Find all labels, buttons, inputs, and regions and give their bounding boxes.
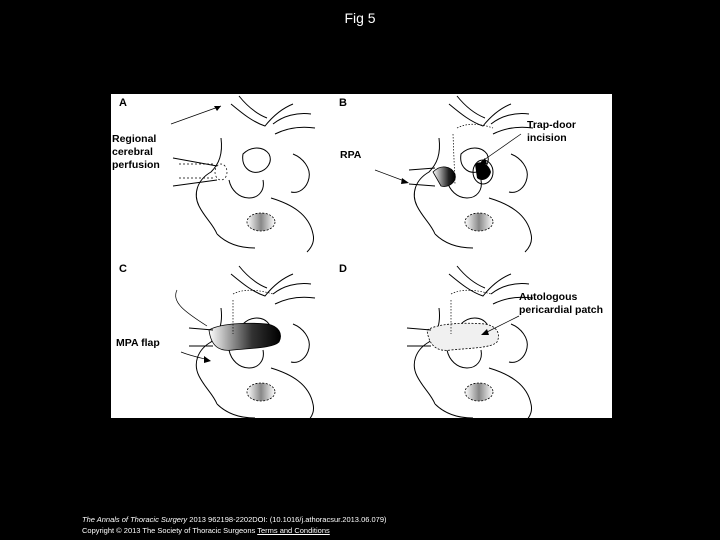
citation-line: The Annals of Thoracic Surgery 2013 9621… — [82, 514, 387, 525]
copyright-line: Copyright © 2013 The Society of Thoracic… — [82, 525, 387, 536]
figure-image: A B C D Regional cerebral perfusion RPA … — [111, 94, 612, 418]
arrow-a — [170, 105, 222, 125]
panel-b — [408, 95, 534, 253]
panel-a — [172, 95, 316, 253]
panel-label-a: A — [119, 97, 127, 109]
panel-c — [188, 265, 316, 418]
annotation-autologous: Autologous — [519, 291, 577, 303]
annotation-rpa: RPA — [340, 149, 362, 161]
citation-text: 2013 962198-2202DOI: (10.1016/j.athoracs… — [187, 515, 387, 524]
panel-label-d: D — [339, 263, 347, 275]
annotation-trap-door: Trap-door — [527, 119, 576, 131]
panel-label-c: C — [119, 263, 127, 275]
slide-title: Fig 5 — [344, 10, 376, 26]
annotation-cerebral: cerebral — [112, 146, 153, 158]
journal-name: The Annals of Thoracic Surgery — [82, 515, 188, 524]
panel-label-b: B — [339, 97, 347, 109]
annotation-pericardial-patch: pericardial patch — [519, 304, 603, 316]
figure-illustration: A B C D Regional cerebral perfusion RPA … — [112, 95, 603, 418]
footer-citation: The Annals of Thoracic Surgery 2013 9621… — [82, 514, 387, 536]
panel-d — [406, 265, 534, 418]
annotation-perfusion: perfusion — [112, 159, 160, 171]
annotation-mpa-flap: MPA flap — [116, 337, 160, 349]
copyright-text: Copyright © 2013 The Society of Thoracic… — [82, 526, 256, 535]
annotation-incision: incision — [527, 132, 567, 144]
terms-link[interactable]: Terms and Conditions — [257, 526, 330, 535]
annotation-regional: Regional — [112, 133, 156, 145]
